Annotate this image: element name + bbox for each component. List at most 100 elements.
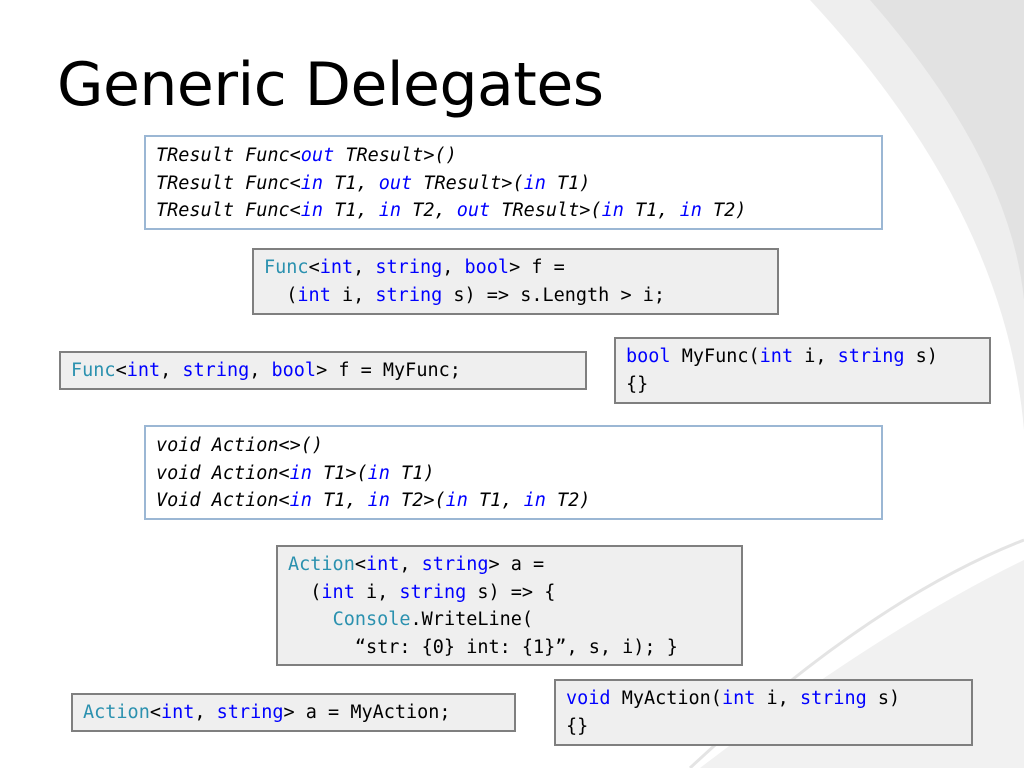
keyword-token: in [523, 172, 546, 194]
func-signatures-box: TResult Func<out TResult>()TResult Func<… [144, 135, 883, 230]
keyword-token: in [523, 490, 546, 511]
code-text-token: T1, [623, 200, 680, 221]
code-text-token: “str: {0} int: {1}”, s, i); } [288, 636, 678, 658]
keyword-token: in [289, 462, 312, 484]
code-text-token: > f = MyFunc; [316, 360, 461, 381]
code-text-token: > f = [509, 257, 565, 278]
code-text-token: {} [566, 715, 589, 737]
keyword-token: void [566, 688, 611, 709]
keyword-token: string [216, 702, 284, 723]
code-text-token: TResult>( [412, 172, 524, 194]
keyword-token: int [297, 284, 331, 306]
keyword-token: in [367, 462, 390, 484]
func-lambda-code-box: Func<int, string, bool> f = (int i, stri… [252, 248, 779, 315]
keyword-token: string [375, 284, 443, 306]
keyword-token: string [375, 257, 443, 278]
keyword-token: string [421, 554, 489, 575]
code-text-token: , [353, 257, 376, 278]
my-action-code-box: void MyAction(int i, string s){} [554, 679, 973, 746]
keyword-token: in [367, 490, 390, 511]
code-line: void Action<in T1>(in T1) [156, 460, 871, 488]
code-text-token: T1) [545, 172, 591, 194]
keyword-token: in [378, 200, 402, 221]
keyword-token: int [759, 346, 794, 367]
code-text-token: , [249, 360, 272, 381]
code-text-token: ( [288, 581, 322, 603]
code-text-token: T2) [701, 200, 747, 221]
code-line: Action<int, string> a = [288, 551, 731, 579]
code-line: (int i, string s) => { [288, 579, 731, 607]
code-text-token: i, [354, 581, 400, 603]
code-line: void MyAction(int i, string s) [566, 685, 961, 713]
code-text-token: > a = MyAction; [283, 702, 451, 723]
code-text-token: Void Action< [156, 490, 290, 511]
code-text-token: < [354, 554, 366, 575]
keyword-token: int [160, 702, 195, 723]
keyword-token: bool [626, 346, 671, 367]
code-text-token [288, 609, 333, 630]
code-text-token: T1, [323, 200, 379, 221]
code-text-token: , [194, 702, 217, 723]
code-text-token: {} [626, 373, 649, 395]
keyword-token: int [721, 688, 756, 709]
action-method-group-code-box: Action<int, string> a = MyAction; [71, 693, 516, 732]
keyword-token: int [319, 257, 354, 278]
keyword-token: string [837, 346, 905, 367]
code-text-token: T1, [323, 172, 379, 194]
keyword-token: string [799, 688, 867, 709]
code-text-token: T2>( [389, 490, 446, 511]
code-line: “str: {0} int: {1}”, s, i); } [288, 634, 731, 662]
type-token: Action [288, 554, 355, 575]
code-line: {} [566, 713, 961, 741]
code-text-token: MyFunc( [670, 346, 760, 367]
code-text-token: < [149, 702, 161, 723]
keyword-token: string [399, 581, 467, 603]
keyword-token: int [321, 581, 355, 603]
keyword-token: int [365, 554, 400, 575]
keyword-token: out [378, 172, 413, 194]
code-text-token: TResult Func< [156, 200, 301, 221]
code-text-token: < [308, 257, 320, 278]
action-signatures-box: void Action<>() void Action<in T1>(in T1)… [144, 425, 883, 520]
keyword-token: in [289, 490, 312, 511]
code-line: Func<int, string, bool> f = MyFunc; [71, 357, 575, 385]
code-text-token: i, [330, 284, 376, 306]
type-token: Func [71, 360, 116, 381]
code-text-token: ( [264, 284, 298, 306]
code-text-token: , [160, 360, 183, 381]
code-line: TResult Func<in T1, in T2, out TResult>(… [156, 197, 871, 225]
code-text-token: .WriteLine( [410, 609, 534, 630]
func-method-group-code-box: Func<int, string, bool> f = MyFunc; [59, 351, 587, 390]
slide-title: Generic Delegates [57, 50, 604, 120]
code-text-token: TResult>( [490, 200, 602, 221]
code-text-token: T1, [467, 490, 524, 511]
keyword-token: in [679, 200, 702, 221]
code-text-token: T1, [311, 490, 368, 511]
keyword-token: in [300, 200, 324, 221]
code-text-token: T1>( [311, 462, 368, 484]
code-line: Void Action<in T1, in T2>(in T1, in T2) [156, 487, 871, 515]
code-text-token: void Action<>() [156, 435, 324, 456]
code-text-token: > a = [488, 554, 545, 575]
code-text-token: MyAction( [610, 688, 722, 709]
type-token: Action [83, 702, 150, 723]
keyword-token: out [456, 200, 491, 221]
code-text-token: TResult>() [334, 145, 457, 166]
code-text-token: , [442, 257, 465, 278]
keyword-token: bool [271, 360, 317, 381]
keyword-token: in [601, 200, 624, 221]
type-token: Func [264, 257, 309, 278]
code-text-token: < [115, 360, 127, 381]
keyword-token: bool [464, 257, 510, 278]
code-text-token: TResult Func< [156, 172, 301, 194]
code-text-token: , [399, 554, 422, 575]
code-text-token: T1) [389, 462, 435, 484]
code-text-token: i, [793, 346, 838, 367]
code-text-token: T2) [545, 490, 591, 511]
code-text-token: TResult Func< [156, 145, 301, 166]
code-line: TResult Func<out TResult>() [156, 142, 871, 170]
code-text-token: i, [755, 688, 800, 709]
code-text-token: s) => s.Length > i; [442, 284, 665, 306]
code-text-token: T2, [401, 200, 457, 221]
keyword-token: out [300, 145, 335, 166]
